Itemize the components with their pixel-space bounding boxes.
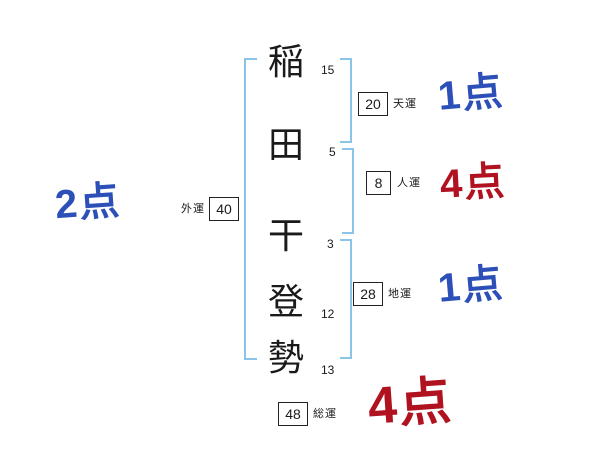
- name-char-1: 稲: [268, 41, 305, 82]
- stroke-count-5: 13: [321, 363, 335, 377]
- person-luck-label: 人運: [397, 177, 421, 189]
- name-char-3: 干: [268, 215, 305, 256]
- outer-luck-score: 2点: [53, 178, 123, 228]
- person-luck-value-box: 8: [366, 171, 391, 195]
- person-luck-bracket: [342, 148, 354, 234]
- outer-luck-bracket: [244, 58, 257, 360]
- outer-luck-label: 外運: [181, 203, 205, 215]
- heaven-luck-bracket: [340, 58, 352, 143]
- person-luck-score: 4点: [438, 159, 508, 207]
- total-luck-value-box: 48: [278, 402, 308, 426]
- earth-luck-label: 地運: [388, 288, 412, 300]
- stroke-count-1: 15: [321, 63, 335, 77]
- name-char-4: 登: [268, 281, 305, 322]
- heaven-luck-label: 天運: [393, 98, 417, 110]
- stroke-count-3: 3: [327, 237, 334, 251]
- name-char-5: 勢: [268, 337, 305, 378]
- total-luck-label: 総運: [313, 408, 337, 420]
- heaven-luck-score: 1点: [436, 69, 507, 119]
- earth-luck-score: 1点: [436, 261, 507, 311]
- total-luck-score: 4点: [366, 372, 455, 436]
- outer-luck-value-box: 40: [209, 197, 239, 221]
- earth-luck-bracket: [340, 239, 352, 359]
- stroke-count-4: 12: [321, 307, 335, 321]
- earth-luck-value-box: 28: [353, 282, 383, 306]
- stroke-count-2: 5: [329, 145, 336, 159]
- heaven-luck-value-box: 20: [358, 92, 388, 116]
- name-char-2: 田: [268, 124, 305, 165]
